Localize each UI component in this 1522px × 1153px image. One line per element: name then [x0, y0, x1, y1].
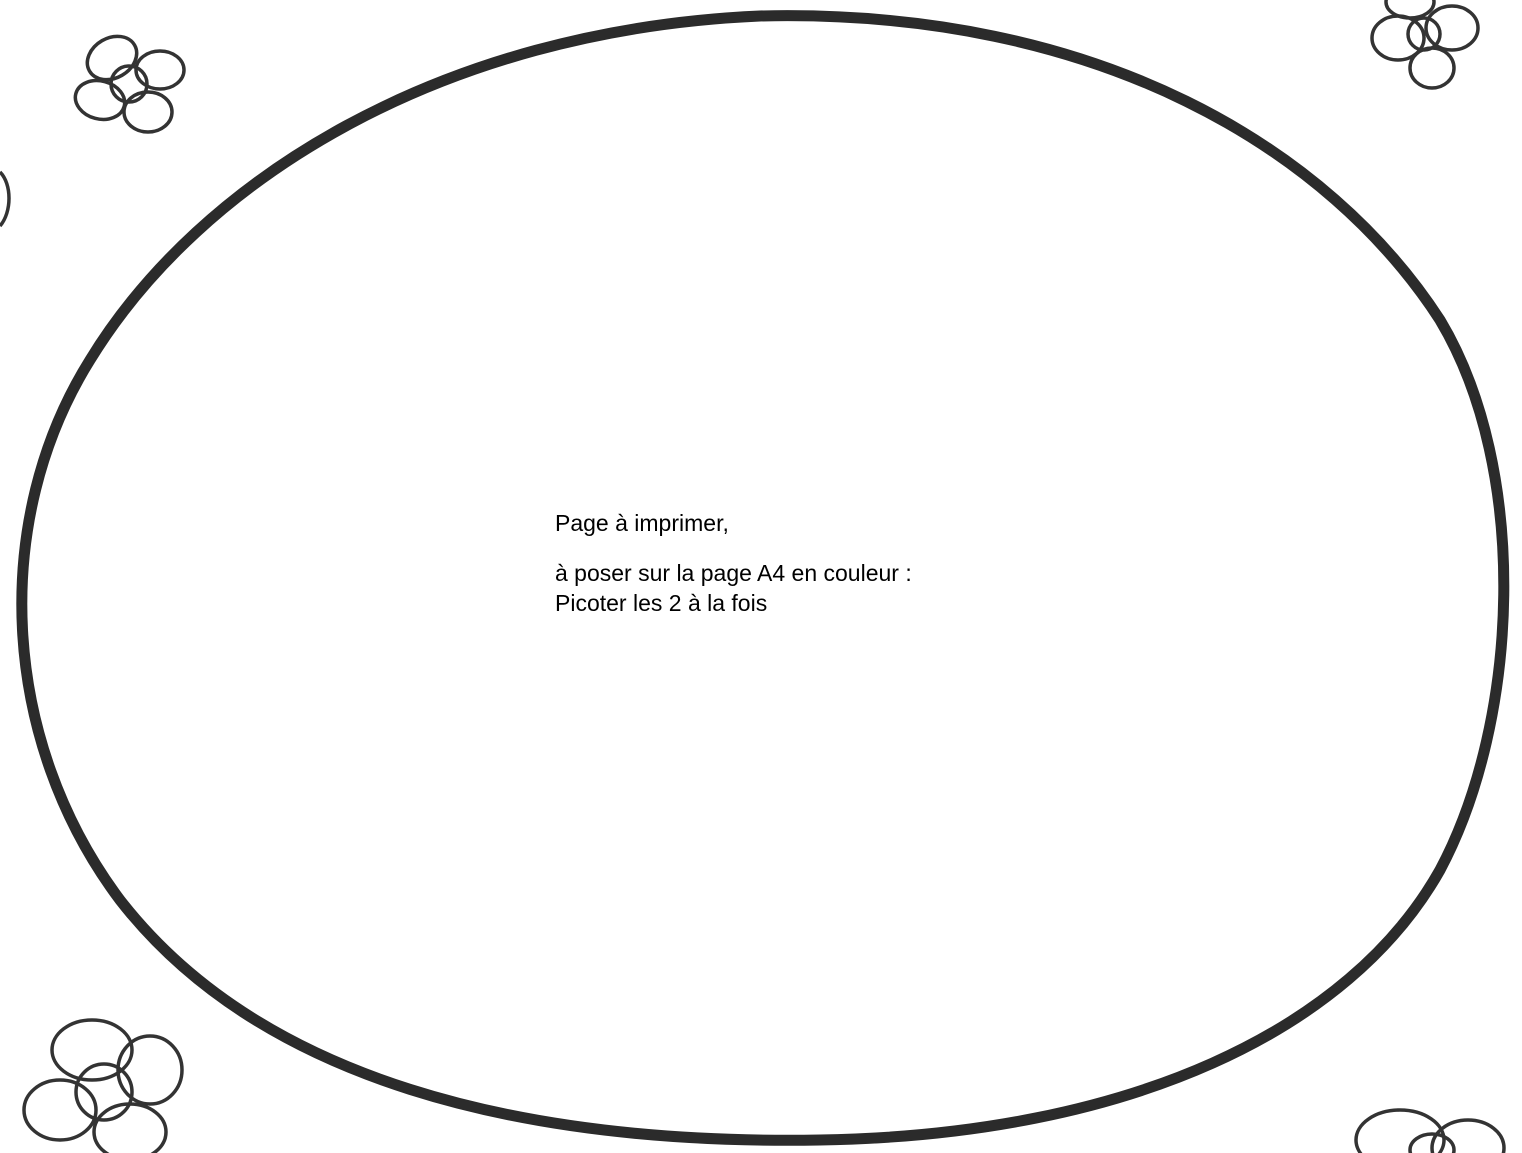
flower-icon	[1354, 1108, 1506, 1153]
egg-outline	[16, 10, 1510, 1146]
flower-icon	[0, 170, 11, 228]
instruction-line-3: Picoter les 2 à la fois	[555, 590, 768, 616]
flower-icon	[22, 1018, 184, 1153]
line-spacer	[555, 538, 1075, 558]
flower-icon	[1370, 0, 1480, 90]
instruction-line-2: à poser sur la page A4 en couleur :	[555, 560, 912, 586]
instructions-text: Page à imprimer, à poser sur la page A4 …	[555, 508, 1075, 618]
instruction-line-1: Page à imprimer,	[555, 510, 729, 536]
flower-icon	[73, 34, 186, 134]
